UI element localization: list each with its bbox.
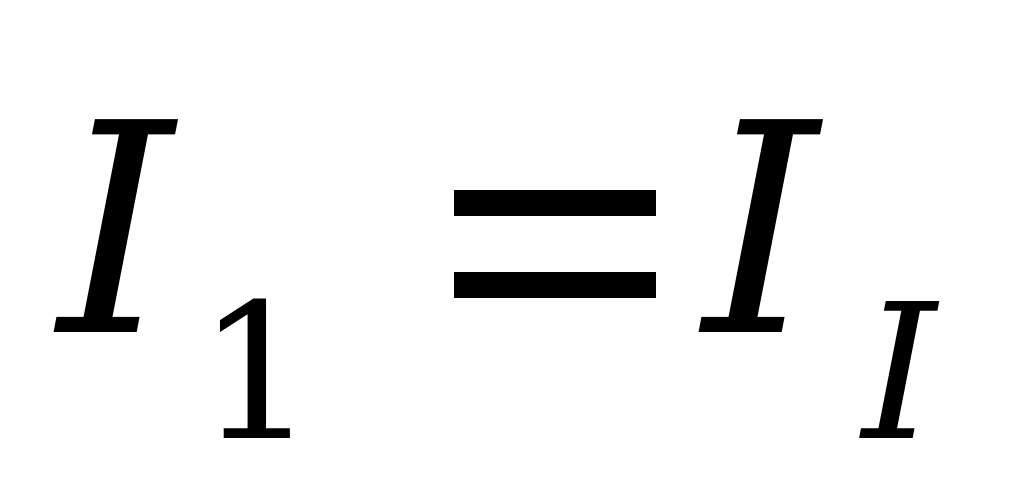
- equals-bar-top: [454, 190, 656, 216]
- rhs-subscript: I: [862, 264, 937, 483]
- lhs-subscript: 1: [197, 264, 317, 483]
- lhs-variable: I: [58, 61, 174, 401]
- rhs-variable: I: [703, 61, 819, 401]
- equals-bar-bottom: [454, 272, 656, 298]
